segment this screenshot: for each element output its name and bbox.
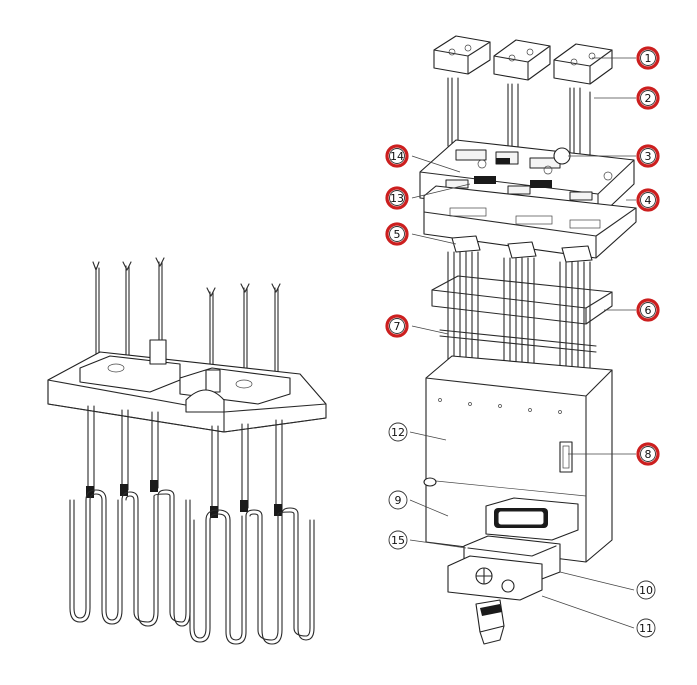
callout-circle — [640, 148, 656, 164]
inspection-cover-set — [447, 497, 579, 645]
callout-number: 2 — [645, 92, 652, 105]
callout-8: 8 — [636, 442, 660, 466]
callout-circle — [389, 148, 405, 164]
callout-4: 4 — [636, 188, 660, 212]
callout-number: 7 — [394, 320, 401, 333]
assembled-wires — [92, 257, 281, 377]
callout-circle — [636, 618, 656, 638]
cable-wires — [447, 77, 591, 165]
callout-12: 12 — [388, 422, 408, 442]
callout-15: 15 — [388, 530, 408, 550]
callout-number: 1 — [645, 52, 652, 65]
callout-circle — [640, 192, 656, 208]
callout-circle — [389, 226, 405, 242]
callout-number: 9 — [395, 494, 402, 507]
callout-number: 5 — [394, 228, 401, 241]
callout-number: 11 — [639, 622, 653, 635]
callout-circle — [636, 580, 656, 600]
callout-circle — [640, 50, 656, 66]
callout-2: 2 — [636, 86, 660, 110]
assembled-heating-loops-right — [189, 507, 315, 645]
callout-13: 13 — [385, 186, 409, 210]
callout-circle — [389, 318, 405, 334]
callout-number: 3 — [645, 150, 652, 163]
assembled-heater-view — [47, 257, 327, 645]
callout-circle — [389, 190, 405, 206]
callout-11: 11 — [636, 618, 656, 638]
callout-10: 10 — [636, 580, 656, 600]
callout-circle — [640, 446, 656, 462]
callout-circle — [388, 422, 408, 442]
callout-number: 12 — [391, 426, 405, 439]
callout-3: 3 — [636, 144, 660, 168]
callout-number: 8 — [645, 448, 652, 461]
callout-number: 15 — [391, 534, 405, 547]
leader-lines — [409, 57, 636, 629]
callout-circle — [388, 490, 408, 510]
callout-circle — [640, 302, 656, 318]
assembled-top-plate — [47, 339, 327, 433]
callout-number: 13 — [390, 192, 404, 205]
callout-number: 10 — [639, 584, 653, 597]
callout-number: 6 — [645, 304, 652, 317]
callout-14: 14 — [385, 144, 409, 168]
callout-6: 6 — [636, 298, 660, 322]
assembled-heating-loops-left — [69, 489, 191, 627]
callout-circle — [640, 90, 656, 106]
terminal-covers — [433, 35, 613, 85]
callout-number: 4 — [645, 194, 652, 207]
callout-1: 1 — [636, 46, 660, 70]
callout-9: 9 — [388, 490, 408, 510]
callout-number: 14 — [390, 150, 404, 163]
support-frame — [431, 275, 613, 325]
callout-7: 7 — [385, 314, 409, 338]
callout-5: 5 — [385, 222, 409, 246]
callout-circle — [388, 530, 408, 550]
